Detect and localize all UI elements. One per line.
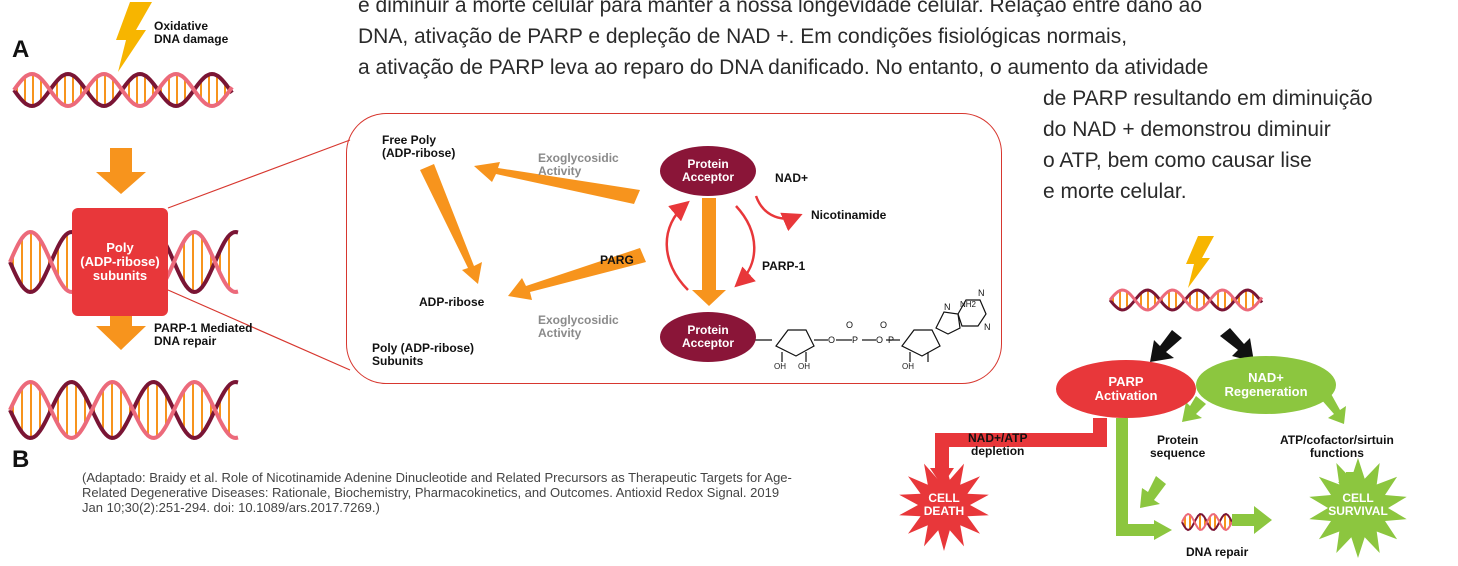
repaired-dna-helix [8, 379, 239, 441]
panel-letter-b: B [12, 446, 30, 473]
adp-ribose-label: ADP-ribose [419, 295, 485, 309]
cell-survival-label: CELL SURVIVAL [1328, 491, 1388, 518]
citation-text: (Adaptado: Braidy et al. Role of Nicotin… [82, 470, 792, 515]
parp1-curved-arrow [734, 205, 756, 288]
cell-death-label: CELL DEATH [923, 491, 965, 518]
down-arrow [96, 300, 146, 350]
nicotinamide-label: Nicotinamide [811, 208, 887, 222]
svg-text:O: O [876, 335, 883, 345]
parp-activation-oval: PARP Activation [1056, 360, 1196, 418]
lightning-bolt-icon [116, 2, 152, 72]
parg-curved-arrow [665, 200, 690, 291]
svg-text:O: O [880, 320, 887, 330]
connector-line [167, 139, 351, 209]
exoglycosidic-label-top: Exoglycosidic Activity [538, 151, 619, 178]
oh-label: OH [798, 362, 810, 371]
intro-line: do NAD + demonstrou diminuir [1043, 118, 1331, 141]
damaged-dna-helix [12, 71, 234, 109]
protein-sequence-label: Protein sequence [1150, 433, 1206, 460]
nad-plus-label: NAD+ [775, 171, 809, 185]
damaged-dna-helix-small [1108, 288, 1264, 312]
nh2-label: NH2 [960, 300, 977, 309]
svg-text:P: P [888, 335, 894, 345]
cycle-arrows [420, 162, 726, 306]
intro-line: DNA, ativação de PARP e depleção de NAD … [358, 25, 1128, 48]
oh-label: OH [774, 362, 786, 371]
svg-text:P: P [852, 335, 858, 345]
svg-text:N: N [984, 322, 991, 332]
green-arrow [1320, 392, 1346, 424]
down-arrow [96, 148, 146, 194]
cell-death-starburst [899, 459, 989, 551]
poly-subunits-label: Poly (ADP-ribose) Subunits [372, 341, 475, 368]
cell-survival-starburst [1309, 458, 1407, 558]
exoglycosidic-label-bottom: Exoglycosidic Activity [538, 313, 619, 340]
black-arrow [1220, 328, 1254, 362]
green-arrow [1140, 476, 1166, 508]
panel-letter-a: A [12, 36, 30, 63]
intro-line: e morte celular. [1043, 180, 1187, 203]
helix-strand [12, 71, 234, 109]
parg-label: PARG [600, 253, 634, 267]
parp-cycle-panel [346, 113, 1002, 384]
oh-label: OH [902, 362, 914, 371]
lightning-bolt-icon [1186, 236, 1214, 288]
protein-acceptor-bottom: Protein Acceptor [660, 312, 756, 362]
green-arrow [1182, 396, 1206, 422]
connector-line [167, 289, 351, 371]
poly-adp-ribose-box: Poly (ADP-ribose) subunits [72, 208, 168, 316]
nicotinamide-release-arrow [754, 195, 803, 232]
repair-green-arrow-head [1154, 520, 1172, 540]
parp1-repair-label: PARP-1 Mediated DNA repair [154, 321, 253, 348]
svg-text:N: N [944, 302, 951, 312]
depletion-arrow [935, 418, 1107, 472]
nad-regeneration-oval: NAD+ Regeneration [1196, 356, 1336, 414]
svg-text:O: O [846, 320, 853, 330]
intro-line: o ATP, bem como causar lise [1043, 149, 1312, 172]
parp1-label: PARP-1 [762, 259, 806, 273]
intro-paragraph: e diminuir a morte celular para manter a… [358, 0, 1443, 207]
black-arrow [1150, 330, 1182, 362]
intro-line: e diminuir a morte celular para manter a… [358, 0, 1202, 17]
dna-repair-helix-small [1181, 512, 1233, 532]
oxidative-damage-label: Oxidative DNA damage [154, 19, 229, 46]
helix-strand [1108, 288, 1264, 312]
green-arrow [1232, 506, 1272, 534]
free-poly-label: Free Poly (ADP-ribose) [382, 133, 456, 160]
atp-functions-label: ATP/cofactor/sirtuin functions [1280, 433, 1394, 460]
intro-line: a ativação de PARP leva ao reparo do DNA… [358, 56, 1209, 79]
helix-strand [8, 379, 239, 441]
protein-acceptor-top: Protein Acceptor [660, 146, 756, 196]
helix-strand [8, 379, 239, 441]
repair-green-arrow [1116, 418, 1160, 536]
intro-line: de PARP resultando em diminuição [1043, 87, 1373, 110]
svg-text:N: N [978, 288, 985, 298]
depletion-label: NAD+/ATP depletion [968, 431, 1028, 458]
svg-text:O: O [828, 335, 835, 345]
helix-strand [1181, 512, 1233, 532]
dna-repair-label: DNA repair [1186, 545, 1249, 559]
